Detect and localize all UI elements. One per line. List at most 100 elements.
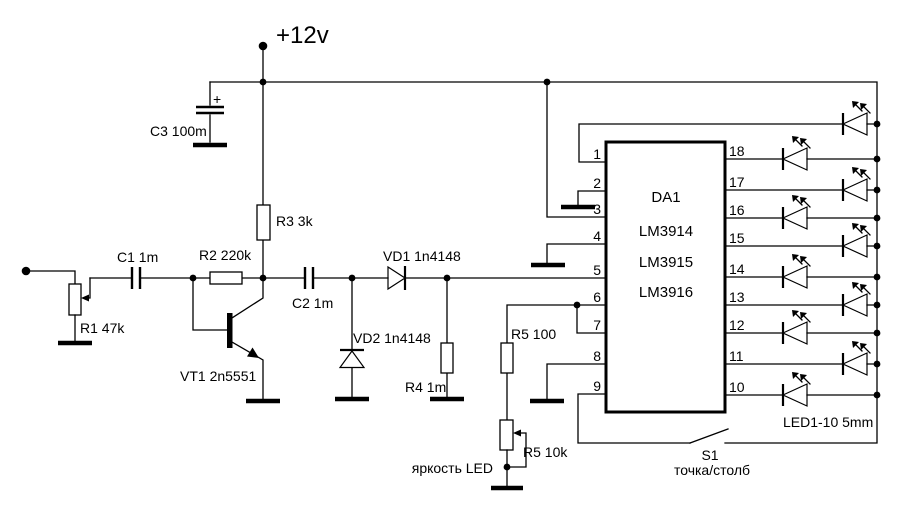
vt1-label: VT1 2n5551 (180, 368, 256, 384)
led-emission-arrowheads (852, 223, 867, 232)
r3-body (256, 204, 271, 241)
vd2-triangle (338, 349, 366, 369)
junction-dots (189, 41, 881, 471)
ic-left-pin-numbers: 1 2 3 4 5 6 7 8 9 (593, 146, 601, 394)
led-row-1 (578, 101, 878, 163)
led-emission-arrowheads (852, 101, 867, 110)
r5-chain-wires (506, 304, 605, 421)
resistor-r3: R3 3k (256, 81, 314, 279)
ic-designator: DA1 (651, 189, 680, 206)
r4-label: R4 1m (405, 379, 446, 395)
led-group-caption: LED1-10 5mm (783, 414, 873, 430)
led-emission-arrows (854, 103, 871, 114)
led-4-triangle (781, 206, 808, 230)
ic-right-pin-numbers: 18 17 16 15 14 13 12 11 10 (729, 143, 745, 395)
pin-number-18: 18 (729, 143, 745, 159)
resistor-r4: R4 1m (405, 277, 464, 402)
potentiometer-r1: R1 47k (58, 277, 125, 346)
led-row-8 (724, 310, 878, 345)
pin-number-3: 3 (593, 201, 601, 217)
led-emission-arrowheads (792, 310, 807, 319)
led-row-6 (724, 254, 878, 289)
led-emission-arrows (854, 225, 871, 236)
led-row-5 (724, 223, 878, 258)
junction-dot (543, 78, 551, 86)
r5-pot-label: R5 10k (523, 444, 568, 460)
c3-polarity-mark: + (213, 91, 221, 107)
vt1-emitter-arrow (247, 347, 259, 358)
diode-vd2: VD2 1n4148 (335, 277, 431, 402)
c1-plates (130, 267, 142, 289)
pin-number-13: 13 (729, 289, 745, 305)
pin3-wire (546, 81, 605, 218)
c2-plates (303, 267, 315, 289)
junction-dot (259, 274, 267, 282)
junction-dot (348, 274, 356, 282)
c1-label: C1 1m (117, 249, 158, 265)
led-emission-arrowheads (852, 282, 867, 291)
pin-number-9: 9 (593, 378, 601, 394)
junction-dot (503, 463, 511, 471)
pin-number-4: 4 (593, 228, 601, 244)
r1-body (68, 283, 82, 316)
led-emission-arrowheads (852, 341, 867, 350)
junction-dot (873, 360, 881, 368)
led-emission-arrows (794, 197, 811, 208)
junction-dot (189, 274, 197, 282)
r5-filter-label: R5 100 (511, 326, 556, 342)
pin2-wire (577, 190, 605, 206)
led-row-2 (724, 136, 878, 171)
led-emission-arrowheads (792, 372, 807, 381)
vd2-label: VD2 1n4148 (353, 330, 431, 346)
pin-number-15: 15 (729, 230, 745, 246)
r5-pot-wiper-arrow (513, 429, 521, 437)
pin-number-6: 6 (593, 289, 601, 305)
r1-wiper-arrow (81, 294, 89, 302)
led-emission-arrows (794, 374, 811, 385)
led-3-triangle (841, 178, 868, 202)
pin9-wire (577, 393, 691, 444)
r3-label: R3 3k (276, 213, 314, 229)
led-emission-arrows (794, 256, 811, 267)
c2-label: C2 1m (292, 295, 333, 311)
capacitor-c1: C1 1m (117, 249, 158, 289)
s1-mode-caption: точка/столб (674, 462, 750, 478)
led-2-triangle (781, 147, 808, 171)
pin4-wire (546, 243, 605, 264)
led-8-triangle (781, 321, 808, 345)
junction-dot (873, 214, 881, 222)
led-row-7 (724, 282, 878, 317)
resistor-r5-filter: R5 100 (500, 304, 605, 421)
pin-number-16: 16 (729, 202, 745, 218)
r1-wiper-wire (83, 277, 91, 299)
pin-number-5: 5 (593, 262, 601, 278)
junction-dot (873, 301, 881, 309)
c3-label: C3 100m (150, 123, 207, 139)
resistor-r2: R2 220k (199, 247, 252, 285)
led-row-3 (724, 167, 878, 202)
pin-number-11: 11 (729, 348, 744, 364)
led-emission-arrows (854, 284, 871, 295)
pin-number-14: 14 (729, 261, 745, 277)
junction-dot (873, 242, 881, 250)
ic-body (604, 140, 727, 414)
r4-body (440, 342, 454, 374)
ic-da1: DA1 LM3914 LM3915 LM3916 (604, 140, 727, 414)
pin-number-1: 1 (593, 146, 601, 162)
junction-dot (443, 274, 451, 282)
led-7-triangle (841, 293, 868, 317)
s1-designator: S1 (701, 447, 718, 463)
pin-number-10: 10 (729, 379, 745, 395)
junction-dot (873, 273, 881, 281)
vt1-collector-wire (231, 277, 264, 319)
s1-blade (689, 428, 729, 444)
r2-body (209, 271, 243, 285)
pin-number-7: 7 (593, 317, 601, 333)
pin-number-8: 8 (593, 348, 601, 364)
ic-model-lm3914: LM3914 (639, 223, 693, 240)
led-10-triangle (781, 383, 808, 407)
pin8-wire (546, 363, 605, 400)
junction-dot (873, 391, 881, 399)
led-emission-arrowheads (852, 167, 867, 176)
